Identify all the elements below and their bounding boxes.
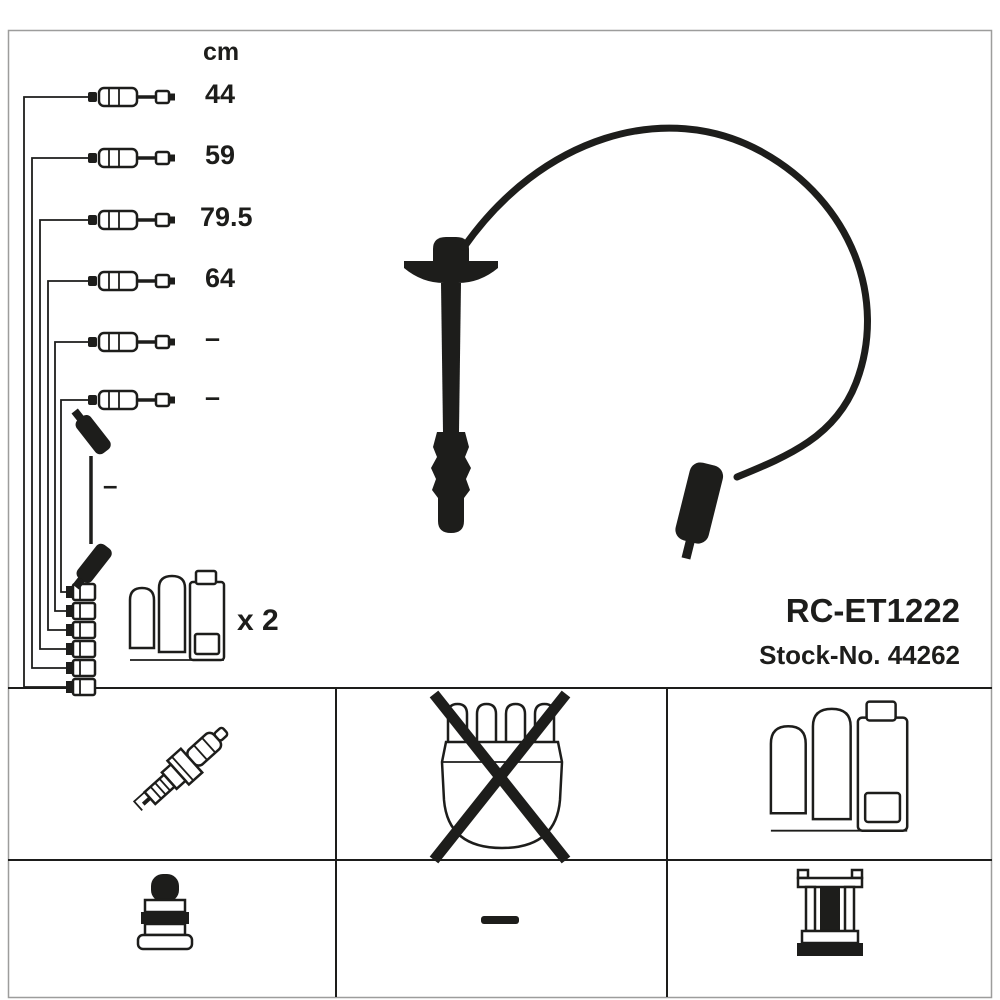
image-frame xyxy=(7,29,993,999)
terminal-post-icon xyxy=(797,870,863,956)
cable-length-1: 44 xyxy=(205,79,236,109)
coil-quantity-label: x 2 xyxy=(237,604,279,637)
ignition-wire xyxy=(460,124,871,481)
cable-length-2: 59 xyxy=(205,140,236,170)
cable-lead-3 xyxy=(86,209,177,231)
cable-length-3: 79.5 xyxy=(200,202,253,232)
cable-lead-4 xyxy=(86,270,177,292)
boot-lower xyxy=(431,432,471,533)
cable-length-6: – xyxy=(205,382,221,412)
cable-lead-1 xyxy=(86,86,177,108)
boot-shaft xyxy=(441,283,461,432)
distributor-terminal-6 xyxy=(64,677,97,697)
unit-header: cm xyxy=(203,38,240,66)
part-number: RC-ET1222 xyxy=(785,592,960,629)
cable-lead-5 xyxy=(86,331,177,353)
coil-to-distributor-lead xyxy=(71,408,112,590)
cross-out-icon xyxy=(429,690,571,864)
distributor-end-terminals xyxy=(64,582,97,697)
boot-top-nipple xyxy=(433,237,469,262)
stock-number: Stock-No. 44262 xyxy=(759,640,960,670)
cable-length-4: 64 xyxy=(205,263,236,293)
plug-boot-icon xyxy=(138,874,192,949)
cable-length-5: – xyxy=(205,323,221,353)
ignition-coil-icon xyxy=(769,699,910,833)
coil-lead-length: – xyxy=(103,470,118,500)
leader-lines xyxy=(23,96,88,688)
ignition-coil-small-icon xyxy=(128,569,226,662)
cable-leads xyxy=(86,86,177,411)
distributor-terminal-4 xyxy=(64,639,97,659)
cable-lead-6 xyxy=(86,389,177,411)
wire-end-boot xyxy=(675,462,724,560)
coil-on-plug-boot xyxy=(404,237,498,533)
distributor-terminal-2 xyxy=(64,601,97,621)
dash-icon xyxy=(481,916,519,924)
spark-plug-icon xyxy=(132,719,236,812)
cable-lead-2 xyxy=(86,147,177,169)
distributor-terminal-5 xyxy=(64,658,97,678)
boot-flange xyxy=(404,261,498,283)
distributor-terminal-3 xyxy=(64,620,97,640)
legend-grid-lines xyxy=(8,687,992,997)
